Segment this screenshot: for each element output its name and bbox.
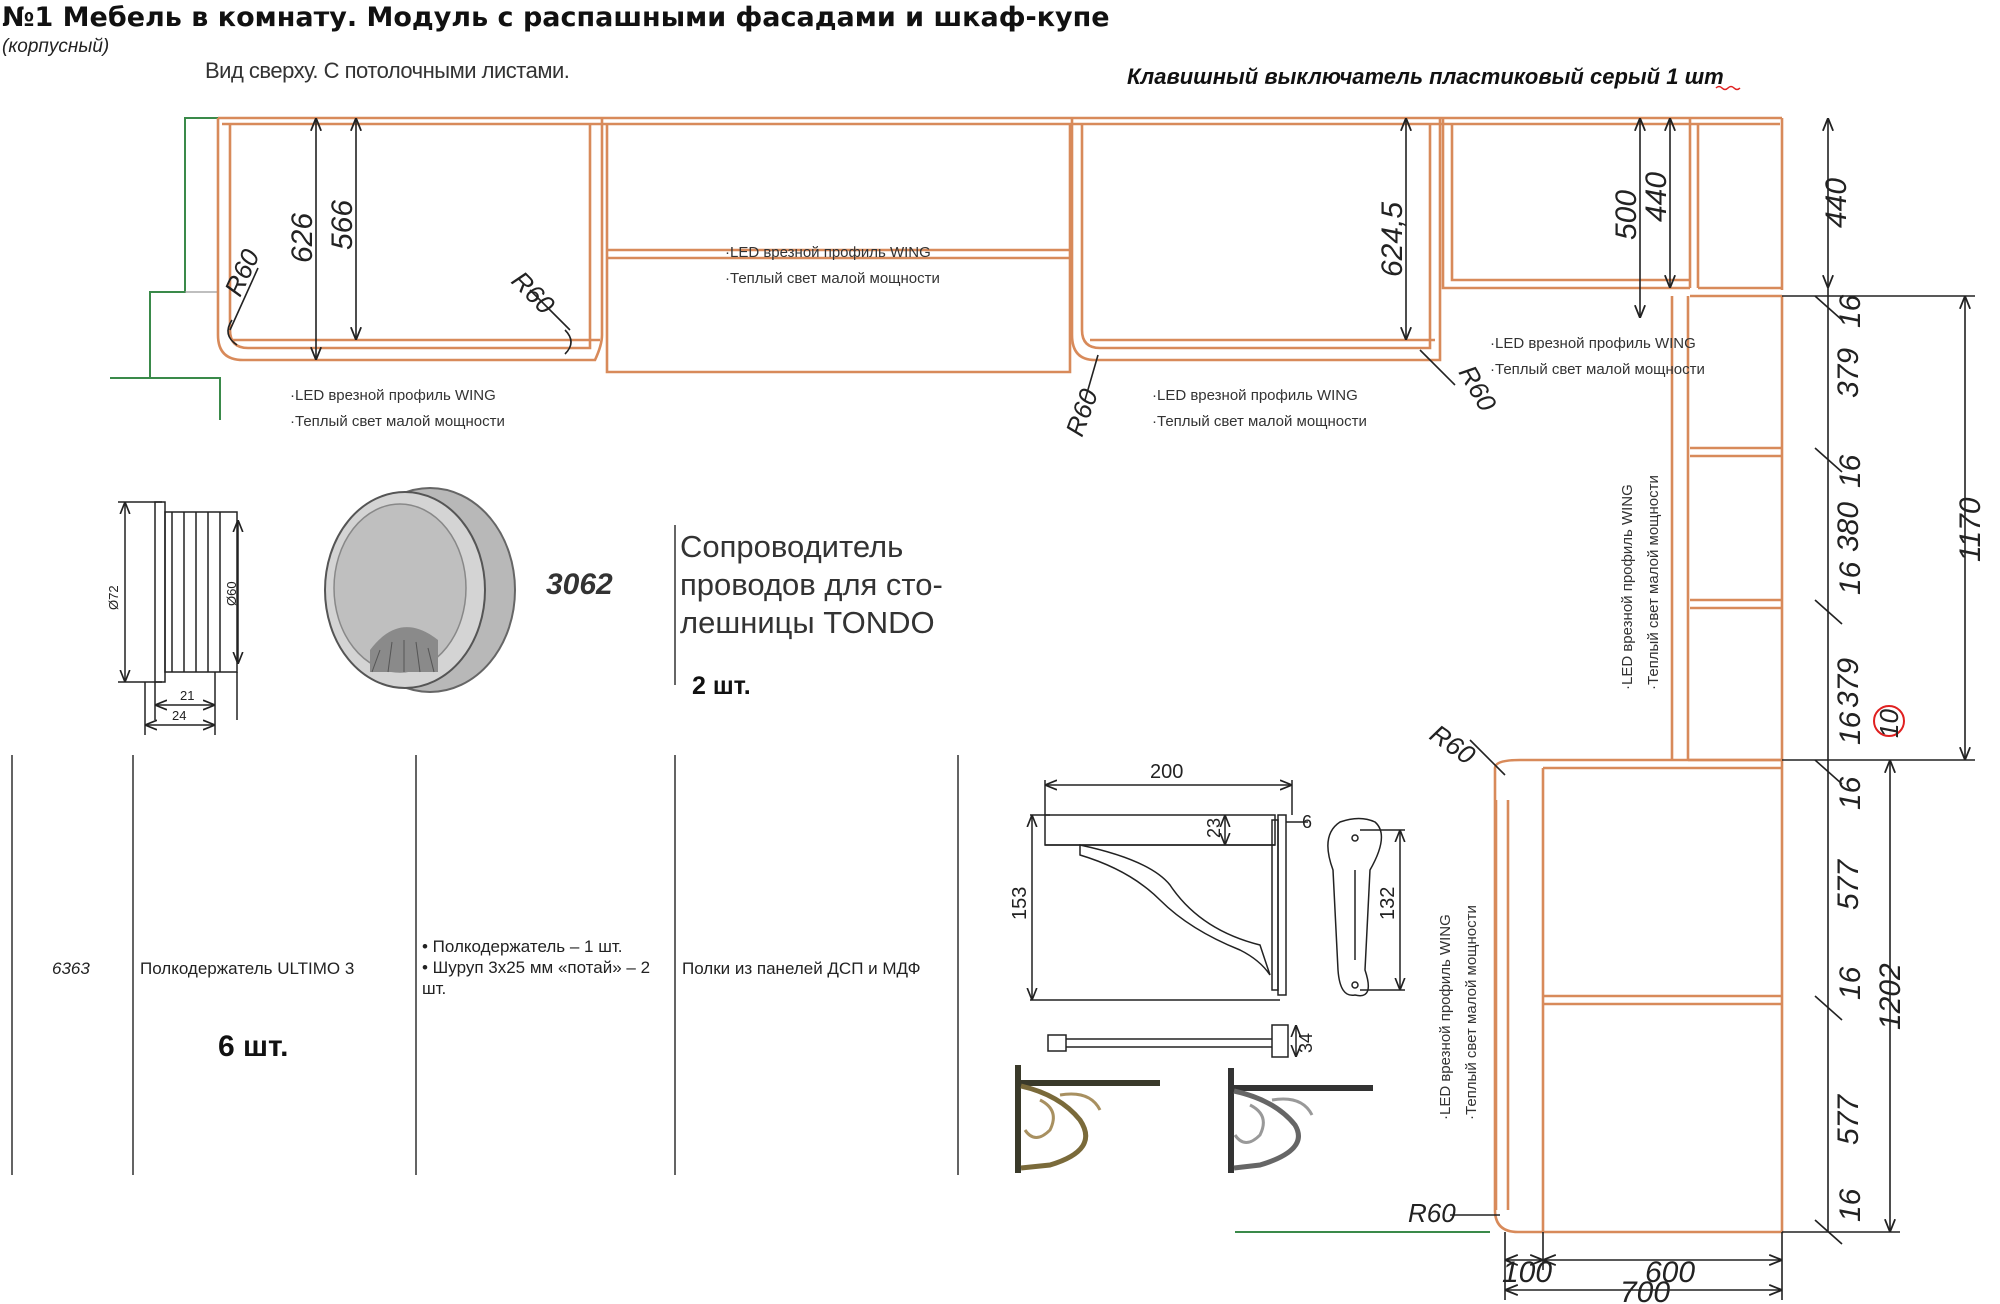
ultimo-bracket-bronze-image <box>1015 1065 1160 1173</box>
tondo-qty: 2 шт. <box>692 672 751 700</box>
tondo-dim-outer: Ø72 <box>106 585 121 610</box>
ultimo-usage: Полки из панелей ДСП и МДФ <box>682 959 921 978</box>
dim-700: 700 <box>1620 1276 1670 1304</box>
ultimo-bracket-drawing <box>1030 780 1405 1058</box>
led-profile-note: ·LED врезной профиль WING <box>1490 335 1696 352</box>
dim-1202: 1202 <box>1874 963 1907 1030</box>
dim-566: 566 <box>326 200 359 250</box>
page-subtitle: (корпусный) <box>2 36 110 57</box>
dim-16-a: 16 <box>1834 294 1867 328</box>
dim-379-b: 379 <box>1832 658 1865 708</box>
tondo-code: 3062 <box>546 568 613 601</box>
dimension-lines <box>227 118 1975 1300</box>
dim-577-a: 577 <box>1832 859 1865 910</box>
dim-500: 500 <box>1610 190 1643 240</box>
ultimo-dim-132: 132 <box>1377 887 1399 920</box>
led-profile-note: ·LED врезной профиль WING <box>290 387 496 404</box>
view-label: Вид сверху. С потолочными листами. <box>205 58 570 83</box>
ultimo-kit: • Полкодержатель – 1 шт. • Шуруп 3х25 мм… <box>422 936 672 999</box>
led-light-note: ·Теплый свет малой мощности <box>1152 413 1367 430</box>
ultimo-dim-6: 6 <box>1302 812 1312 832</box>
spell-underline <box>1715 85 1741 91</box>
tondo-render-image <box>324 487 516 693</box>
dim-16-b: 16 <box>1834 454 1867 488</box>
tondo-name-line: проводов для сто- <box>680 567 943 602</box>
ultimo-kit-line: • Шуруп 3х25 мм «потай» – 2 шт. <box>422 958 651 998</box>
led-profile-note: ·LED врезной профиль WING <box>725 244 931 261</box>
ultimo-code: 6363 <box>52 959 90 978</box>
tondo-dim-inner: Ø60 <box>224 581 239 606</box>
dim-16-e: 16 <box>1834 776 1867 810</box>
dim-16-c: 16 <box>1834 561 1867 595</box>
ultimo-table-grid <box>11 755 959 1175</box>
ultimo-dim-34: 34 <box>1296 1033 1316 1053</box>
switch-note: Клавишный выключатель пластиковый серый … <box>1127 64 1724 89</box>
ultimo-dim-200: 200 <box>1150 761 1183 783</box>
highlight-mark <box>1873 705 1905 737</box>
dim-624-5: 624,5 <box>1376 202 1409 277</box>
wall-outline <box>110 117 1490 1233</box>
dim-380: 380 <box>1832 502 1865 552</box>
led-profile-note: ·LED врезной профиль WING <box>1437 914 1454 1120</box>
ultimo-name: Полкодержатель ULTIMO 3 <box>140 959 355 978</box>
led-light-note: ·Теплый свет малой мощности <box>1645 475 1662 690</box>
led-light-note: ·Теплый свет малой мощности <box>290 413 505 430</box>
dim-10: 10 <box>1874 709 1904 738</box>
radius-label: R60 <box>1425 718 1482 770</box>
dim-16-d: 16 <box>1834 711 1867 745</box>
dim-577-b: 577 <box>1832 1094 1865 1145</box>
dim-100: 100 <box>1502 1256 1552 1289</box>
dim-16-f: 16 <box>1834 966 1867 1000</box>
dim-626: 626 <box>286 213 319 263</box>
led-profile-note: ·LED врезной профиль WING <box>1152 387 1358 404</box>
radius-label: R60 <box>218 244 266 300</box>
dim-440-outer: 440 <box>1820 178 1853 228</box>
led-light-note: ·Теплый свет малой мощности <box>725 270 940 287</box>
dim-16-g: 16 <box>1834 1188 1867 1222</box>
led-light-note: ·Теплый свет малой мощности <box>1463 905 1480 1120</box>
dim-600: 600 <box>1645 1256 1695 1289</box>
radius-label: R60 <box>1408 1198 1456 1228</box>
ultimo-qty: 6 шт. <box>218 1030 289 1063</box>
tondo-dim-21: 21 <box>180 688 194 703</box>
tondo-name-line: Сопроводитель <box>680 529 904 564</box>
page-title: №1 Мебель в комнату. Модуль с распашными… <box>2 2 1110 33</box>
radius-label: R60 <box>1059 384 1104 440</box>
dim-379-a: 379 <box>1832 348 1865 398</box>
dim-440-inner: 440 <box>1640 172 1673 222</box>
tondo-dim-24: 24 <box>172 708 186 723</box>
ultimo-kit-line: • Полкодержатель – 1 шт. <box>422 937 623 956</box>
ultimo-bracket-chrome-image <box>1228 1068 1373 1173</box>
ultimo-dim-23: 23 <box>1204 818 1224 838</box>
tondo-section-drawing <box>118 501 238 735</box>
cabinet-outline <box>216 116 1784 1234</box>
led-profile-note: ·LED врезной профиль WING <box>1619 484 1636 690</box>
led-light-note: ·Теплый свет малой мощности <box>1490 361 1705 378</box>
dim-1170: 1170 <box>1954 497 1987 562</box>
tondo-name: Сопроводитель проводов для сто- лешницы … <box>680 528 980 642</box>
ultimo-dim-153: 153 <box>1009 887 1031 920</box>
tondo-name-line: лешницы TONDO <box>680 605 935 640</box>
